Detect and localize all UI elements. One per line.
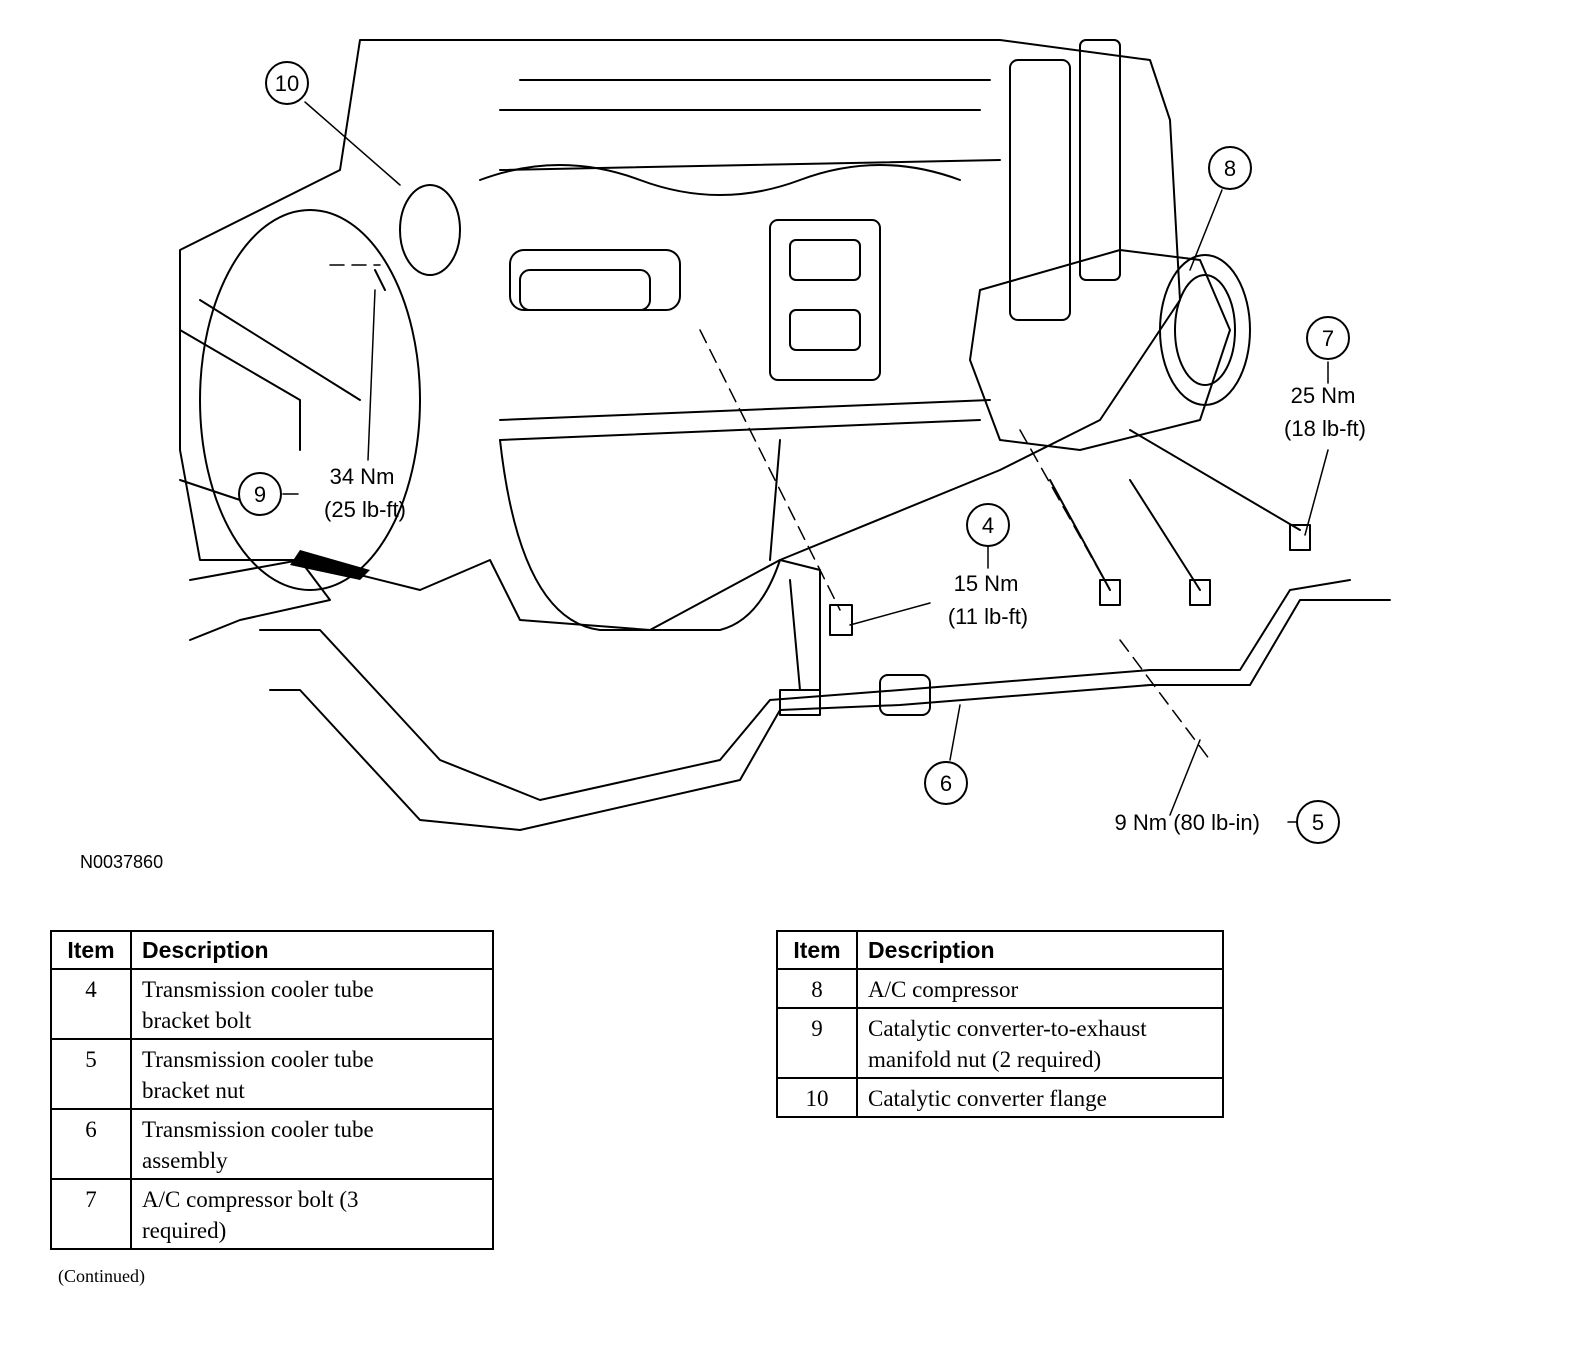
description-line: Catalytic converter-to-exhaust [868,1016,1147,1041]
callout-6-number: 6 [940,771,952,796]
callout-6-circle [924,761,968,805]
callout-10-circle [265,61,309,105]
bolts-drawing [374,269,1311,636]
description-line: required) [142,1218,227,1243]
leader-lines [282,101,1329,823]
description-line: Transmission cooler tube [142,1047,374,1072]
table-row: 6 Transmission cooler tube assembly [50,1108,494,1180]
table-row: 8 A/C compressor [776,968,1224,1009]
table-row: 4 Transmission cooler tube bracket bolt [50,968,494,1040]
description-line: A/C compressor [868,977,1019,1002]
callout-8-circle [1208,146,1252,190]
item-header: Item [50,930,132,970]
item-description: Transmission cooler tube bracket nut [130,1038,494,1110]
torque-alt-label-7: (18 lb-ft) [1284,416,1366,441]
item-number: 9 [776,1007,858,1079]
engine-block-drawing [179,39,1251,641]
item-description: Transmission cooler tube bracket bolt [130,968,494,1040]
description-line: bracket nut [142,1078,245,1103]
callout-7-circle [1306,316,1350,360]
torque-label-4: 15 Nm [954,571,1019,596]
table-row: 9 Catalytic converter-to-exhaust manifold… [776,1007,1224,1079]
description-line: assembly [142,1148,228,1173]
figure-id: N0037860 [80,852,164,872]
table-header-row: Item Description [50,930,494,970]
table-row: 10 Catalytic converter flange [776,1077,1224,1118]
item-description: Catalytic converter flange [856,1077,1224,1118]
item-number: 6 [50,1108,132,1180]
callout-5-circle [1296,800,1340,844]
item-description: Transmission cooler tube assembly [130,1108,494,1180]
item-header: Item [776,930,858,970]
description-header: Description [856,930,1224,970]
item-number: 5 [50,1038,132,1110]
item-number: 7 [50,1178,132,1250]
table-header-row: Item Description [776,930,1224,970]
table-row: 7 A/C compressor bolt (3 required) [50,1178,494,1250]
torque-label-5: 9 Nm (80 lb-in) [1115,810,1260,835]
item-number: 10 [776,1077,858,1118]
description-line: A/C compressor bolt (3 [142,1187,359,1212]
item-description: A/C compressor bolt (3 required) [130,1178,494,1250]
callout-4-circle [966,503,1010,547]
parts-table-left: Item Description 4 Transmission cooler t… [50,930,494,1250]
engine-diagram: 10 8 7 9 4 6 5 25 Nm (18 lb-ft) 34 Nm (2… [179,39,1391,844]
callout-8-number: 8 [1224,156,1236,181]
description-header: Description [130,930,494,970]
item-number: 8 [776,968,858,1009]
torque-alt-label-4: (11 lb-ft) [948,604,1028,629]
table-row: 5 Transmission cooler tube bracket nut [50,1038,494,1110]
torque-label-9: 34 Nm [330,464,395,489]
item-number: 4 [50,968,132,1040]
torque-alt-label-9: (25 lb-ft) [324,497,406,522]
item-description: A/C compressor [856,968,1224,1009]
cooler-tube-drawing [259,559,1391,831]
fastener-axes [329,264,1211,761]
callout-7-number: 7 [1322,326,1334,351]
description-line: Transmission cooler tube [142,1117,374,1142]
torque-label-7: 25 Nm [1291,383,1356,408]
callout-5-number: 5 [1312,810,1324,835]
continued-note: (Continued) [58,1266,145,1286]
callout-4-number: 4 [982,513,994,538]
description-line: manifold nut (2 required) [868,1047,1102,1072]
callout-9-number: 9 [254,482,266,507]
description-line: Transmission cooler tube [142,977,374,1002]
description-line: Catalytic converter flange [868,1086,1107,1111]
parts-table-right: Item Description 8 A/C compressor 9 Cata… [776,930,1224,1118]
item-description: Catalytic converter-to-exhaust manifold n… [856,1007,1224,1079]
callout-10-number: 10 [275,71,299,96]
description-line: bracket bolt [142,1008,252,1033]
callout-9-circle [238,472,282,516]
